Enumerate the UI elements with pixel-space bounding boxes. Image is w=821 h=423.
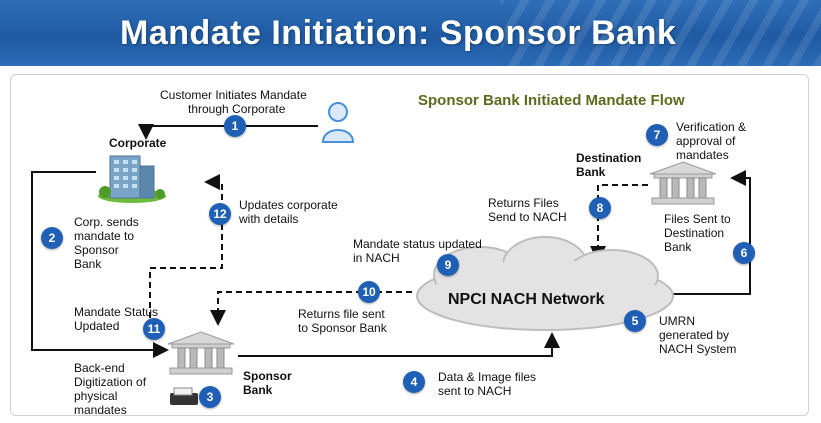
npci-cloud	[416, 236, 674, 331]
step-3-badge: 3	[199, 386, 221, 408]
arrow-sponsor-to-corporate	[149, 174, 223, 318]
step-8-badge: 8	[589, 197, 611, 219]
arrow-destination-to-npci	[590, 184, 648, 262]
sponsor-bank-icon	[167, 331, 235, 375]
arrow-npci-to-sponsor	[210, 291, 412, 326]
arrow-npci-to-destination	[672, 170, 751, 295]
customer-person-icon	[321, 102, 355, 143]
arrow-sponsor-to-npci	[238, 332, 560, 357]
step-2-badge: 2	[41, 227, 63, 249]
destination-bank-icon	[649, 161, 717, 205]
step-12-badge: 12	[209, 203, 231, 225]
corporate-building-icon	[98, 155, 166, 203]
step-6-badge: 6	[733, 242, 755, 264]
scanner-icon	[170, 387, 198, 405]
arrow-corporate-to-sponsor	[31, 171, 169, 358]
step-7-badge: 7	[646, 124, 668, 146]
arrow-customer-to-corporate	[138, 124, 318, 140]
diagram-title: Sponsor Bank Initiated Mandate Flow	[418, 92, 685, 109]
step-10-badge: 10	[358, 281, 380, 303]
step-9-badge: 9	[437, 254, 459, 276]
npci-label: NPCI NACH Network	[448, 291, 605, 308]
step-11-badge: 11	[143, 318, 165, 340]
corporate-label: Corporate	[109, 136, 167, 150]
step-4-badge: 4	[403, 371, 425, 393]
page-title: Mandate Initiation: Sponsor Bank	[120, 14, 677, 52]
step-5-badge: 5	[624, 310, 646, 332]
step-1-badge: 1	[224, 115, 246, 137]
title-banner: Mandate Initiation: Sponsor Bank	[0, 0, 821, 66]
